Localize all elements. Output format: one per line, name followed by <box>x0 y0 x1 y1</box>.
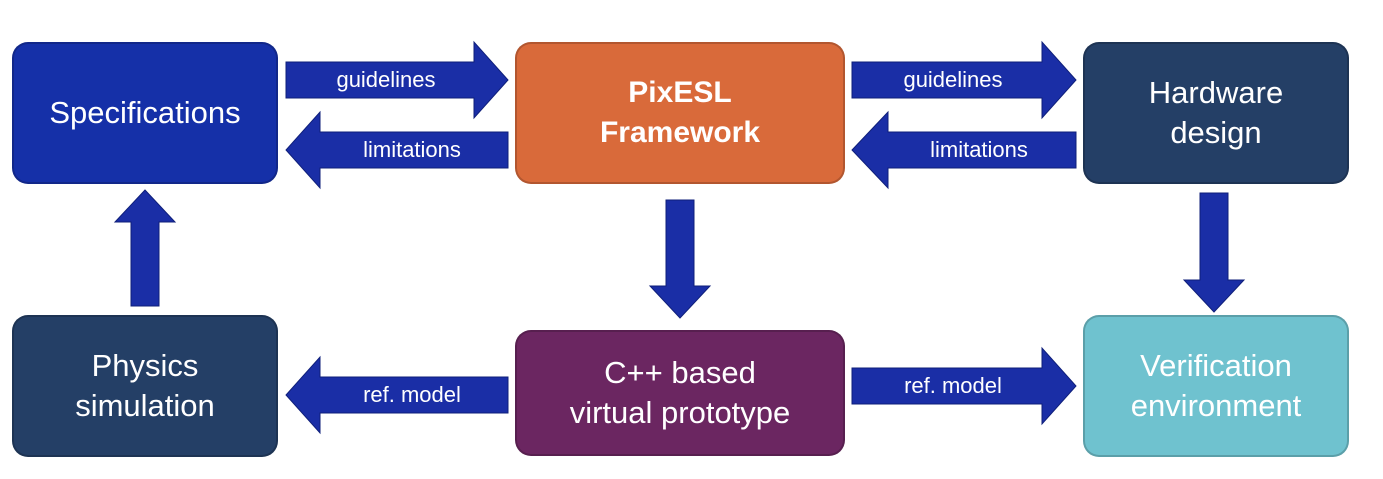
arrow-up-physics-to-spec <box>113 189 177 307</box>
virtual-prototype-box: C++ based virtual prototype <box>515 330 845 456</box>
hardware-design-box: Hardware design <box>1083 42 1349 184</box>
limitations-label-left: limitations <box>363 137 461 162</box>
ref-model-label-right: ref. model <box>904 373 1002 398</box>
verification-environment-box: Verification environment <box>1083 315 1349 457</box>
limitations-label-right: limitations <box>930 137 1028 162</box>
physics-simulation-box: Physics simulation <box>12 315 278 457</box>
pixesl-framework-box: PixESL Framework <box>515 42 845 184</box>
arrow-down-framework-to-prototype <box>648 199 712 319</box>
arrow-refmodel-prototype-to-verification <box>851 346 1077 426</box>
guidelines-label-left: guidelines <box>336 67 436 92</box>
guidelines-label-right: guidelines <box>903 67 1003 92</box>
hardware-design-label: Hardware design <box>1148 75 1284 150</box>
arrow-guidelines-framework-to-hardware <box>851 40 1077 120</box>
arrow-limitations-framework-to-spec <box>285 110 509 190</box>
arrow-guidelines-spec-to-framework <box>285 40 509 120</box>
arrow-refmodel-prototype-to-physics <box>285 355 509 435</box>
arrow-down-hardware-to-verification <box>1182 192 1246 313</box>
ref-model-label-left: ref. model <box>363 382 461 407</box>
pixesl-framework-label: PixESL Framework <box>599 76 761 149</box>
arrow-limitations-hardware-to-framework <box>851 110 1077 190</box>
physics-simulation-label: Physics simulation <box>75 348 215 423</box>
specifications-label: Specifications <box>49 95 241 130</box>
virtual-prototype-label: C++ based virtual prototype <box>569 355 791 430</box>
specifications-box: Specifications <box>12 42 278 184</box>
verification-environment-label: Verification environment <box>1130 348 1302 423</box>
